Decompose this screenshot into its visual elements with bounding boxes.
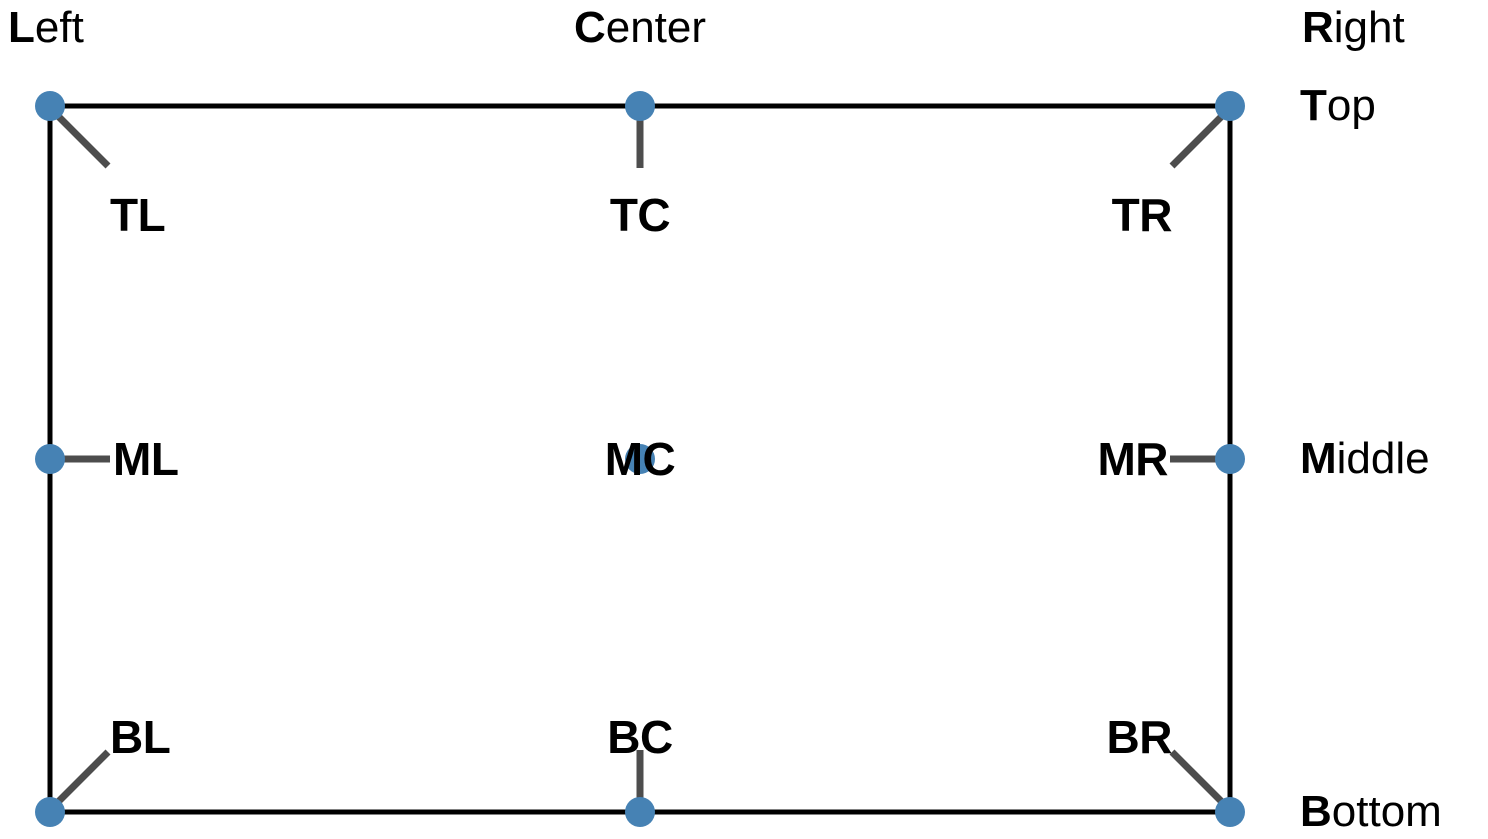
anchor-label-tc: TC: [609, 189, 671, 241]
row-header-top: Top: [1300, 84, 1376, 128]
anchor-label-bl: BL: [110, 711, 171, 763]
column-header-center-remainder: enter: [605, 3, 707, 52]
row-header-bottom-initial: B: [1300, 787, 1332, 836]
column-header-right-initial: R: [1302, 3, 1334, 52]
anchor-marker-tl[interactable]: [35, 91, 65, 121]
row-header-middle-initial: M: [1300, 434, 1337, 483]
anchor-label-bc: BC: [607, 711, 673, 763]
leader-line-tl: [54, 112, 111, 169]
row-header-bottom-remainder: ottom: [1331, 787, 1442, 836]
column-header-center: Center: [574, 6, 706, 50]
column-header-right-remainder: ight: [1333, 3, 1405, 52]
column-header-left-remainder: eft: [34, 3, 84, 52]
leader-line-br: [1169, 749, 1226, 806]
row-header-top-initial: T: [1300, 81, 1327, 130]
leader-lines: [54, 112, 1226, 806]
anchor-marker-mc[interactable]: [625, 444, 655, 474]
row-header-top-remainder: op: [1326, 81, 1376, 130]
anchor-marker-mr[interactable]: [1215, 444, 1245, 474]
anchor-label-tl: TL: [110, 189, 166, 241]
anchor-label-tr: TR: [1111, 189, 1173, 241]
anchor-marker-bl[interactable]: [35, 797, 65, 827]
anchor-marker-bc[interactable]: [625, 797, 655, 827]
anchor-marker-tr[interactable]: [1215, 91, 1245, 121]
anchor-marker-br[interactable]: [1215, 797, 1245, 827]
column-header-left: Left: [8, 6, 84, 50]
column-header-center-initial: C: [573, 3, 606, 52]
anchor-marker-ml[interactable]: [35, 444, 65, 474]
anchor-label-ml: ML: [113, 433, 179, 485]
column-header-left-initial: L: [8, 3, 35, 52]
row-header-middle: Middle: [1300, 437, 1430, 481]
anchor-label-mr: MR: [1097, 433, 1168, 485]
row-header-bottom: Bottom: [1300, 790, 1442, 834]
leader-line-bl: [54, 749, 111, 806]
anchor-label-br: BR: [1106, 711, 1173, 763]
anchor-marker-tc[interactable]: [625, 91, 655, 121]
row-header-middle-remainder: iddle: [1336, 434, 1430, 483]
anchor-label-mc: MC: [604, 433, 676, 485]
anchor-markers: [35, 91, 1245, 827]
column-header-right: Right: [1302, 6, 1405, 50]
leader-line-tr: [1169, 112, 1226, 169]
